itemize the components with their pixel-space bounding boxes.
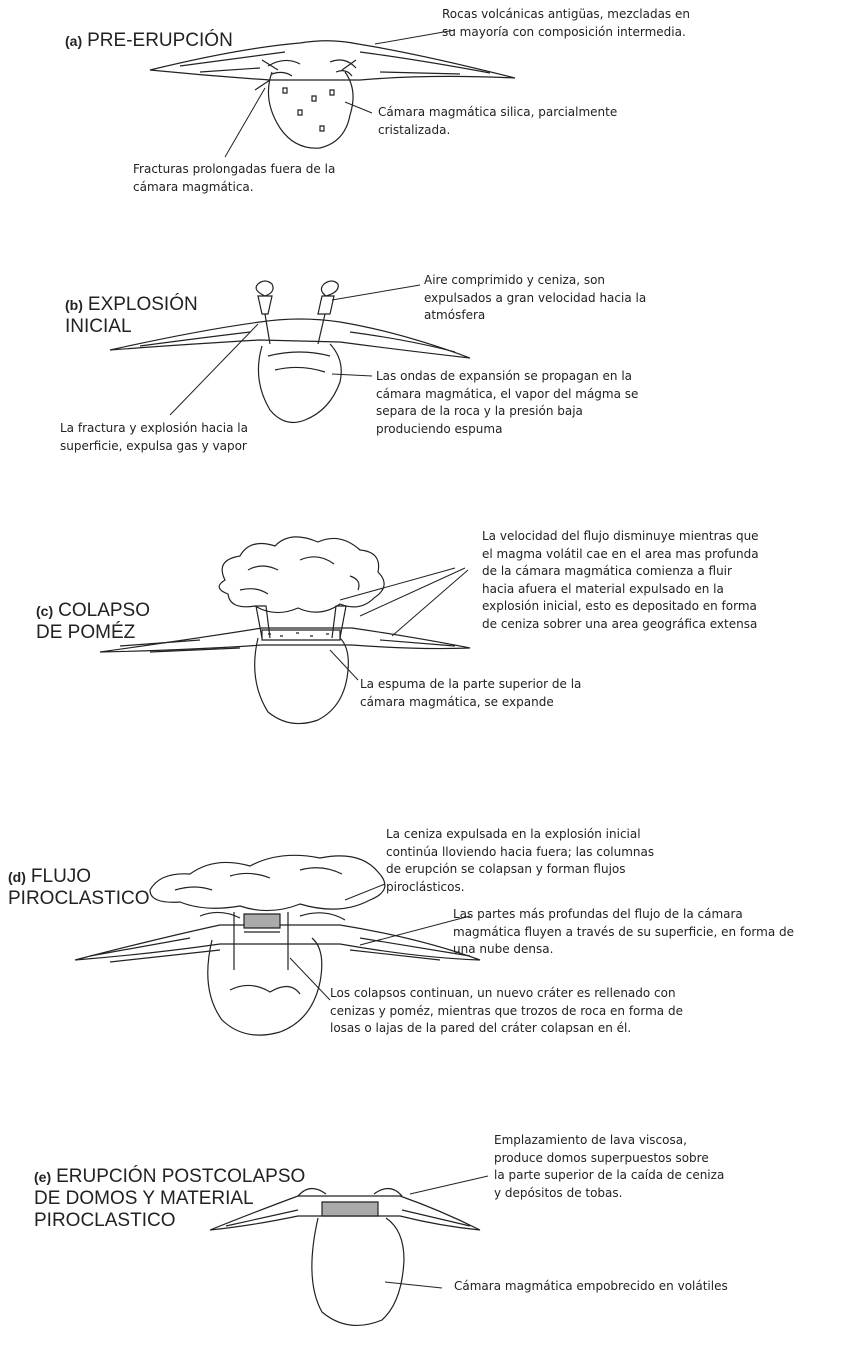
dome-left-e <box>298 1188 326 1196</box>
ash-cloud-c <box>219 537 384 613</box>
panel-a: (a)PRE-ERUPCIÓN Rocas volcánicas antigüa… <box>0 0 864 220</box>
note-b-fracture-explosion: La fractura y explosión hacia la superfi… <box>60 420 248 455</box>
panel-d: (d)FLUJO PIROCLASTICO La ceniza expulsad… <box>0 820 864 1080</box>
note-b-compressed-air: Aire comprimido y ceniza, son expulsados… <box>424 272 646 325</box>
eruption-jet-left <box>256 281 273 314</box>
note-b-expansion-waves: Las ondas de expansión se propagan en la… <box>376 368 638 438</box>
crater-fill-e <box>322 1202 378 1216</box>
note-c-foam-expands: La espuma de la parte superior de la cám… <box>360 676 581 711</box>
vent-left-c <box>256 606 346 638</box>
magma-chamber-a <box>268 72 353 148</box>
note-c-flow-velocity: La velocidad del flujo disminuye mientra… <box>482 528 759 633</box>
panel-c: (c)COLAPSO DE POMÉZ La velocidad del flu… <box>0 520 864 770</box>
note-d-ash-rain: La ceniza expulsada en la explosión inic… <box>386 826 654 896</box>
pyroclastic-cloud-d <box>150 855 385 910</box>
note-d-deep-flow: Las partes más profundas del flujo de la… <box>453 906 794 959</box>
panel-e: (e)ERUPCIÓN POSTCOLAPSO DE DOMOS Y MATER… <box>0 1130 864 1364</box>
note-a-fractures: Fracturas prolongadas fuera de la cámara… <box>133 161 335 196</box>
magma-chamber-c <box>255 638 349 724</box>
fracture-lines-a <box>255 60 356 90</box>
magma-chamber-d <box>208 938 322 1035</box>
dome-right-e <box>374 1188 402 1196</box>
eruption-jet-right <box>318 281 338 314</box>
note-e-depleted-chamber: Cámara magmática empobrecido en volátile… <box>454 1278 728 1296</box>
volcano-slope-d <box>75 925 480 960</box>
panel-e-illustration <box>0 1130 864 1364</box>
note-a-older-rocks: Rocas volcánicas antigüas, mezcladas en … <box>442 6 690 41</box>
note-a-magma-chamber: Cámara magmática silica, parcialmente cr… <box>378 104 617 139</box>
pumice-foam-c <box>262 630 340 640</box>
note-e-lava-emplacement: Emplazamiento de lava viscosa, produce d… <box>494 1132 724 1202</box>
magma-chamber-e <box>312 1218 404 1325</box>
panel-b: (b)EXPLOSIÓN INICIAL Aire comprimido y c… <box>0 270 864 470</box>
note-d-collapses: Los colapsos continuan, un nuevo cráter … <box>330 985 683 1038</box>
volcano-slope-a <box>150 41 515 80</box>
crater-fill-d <box>244 914 280 928</box>
